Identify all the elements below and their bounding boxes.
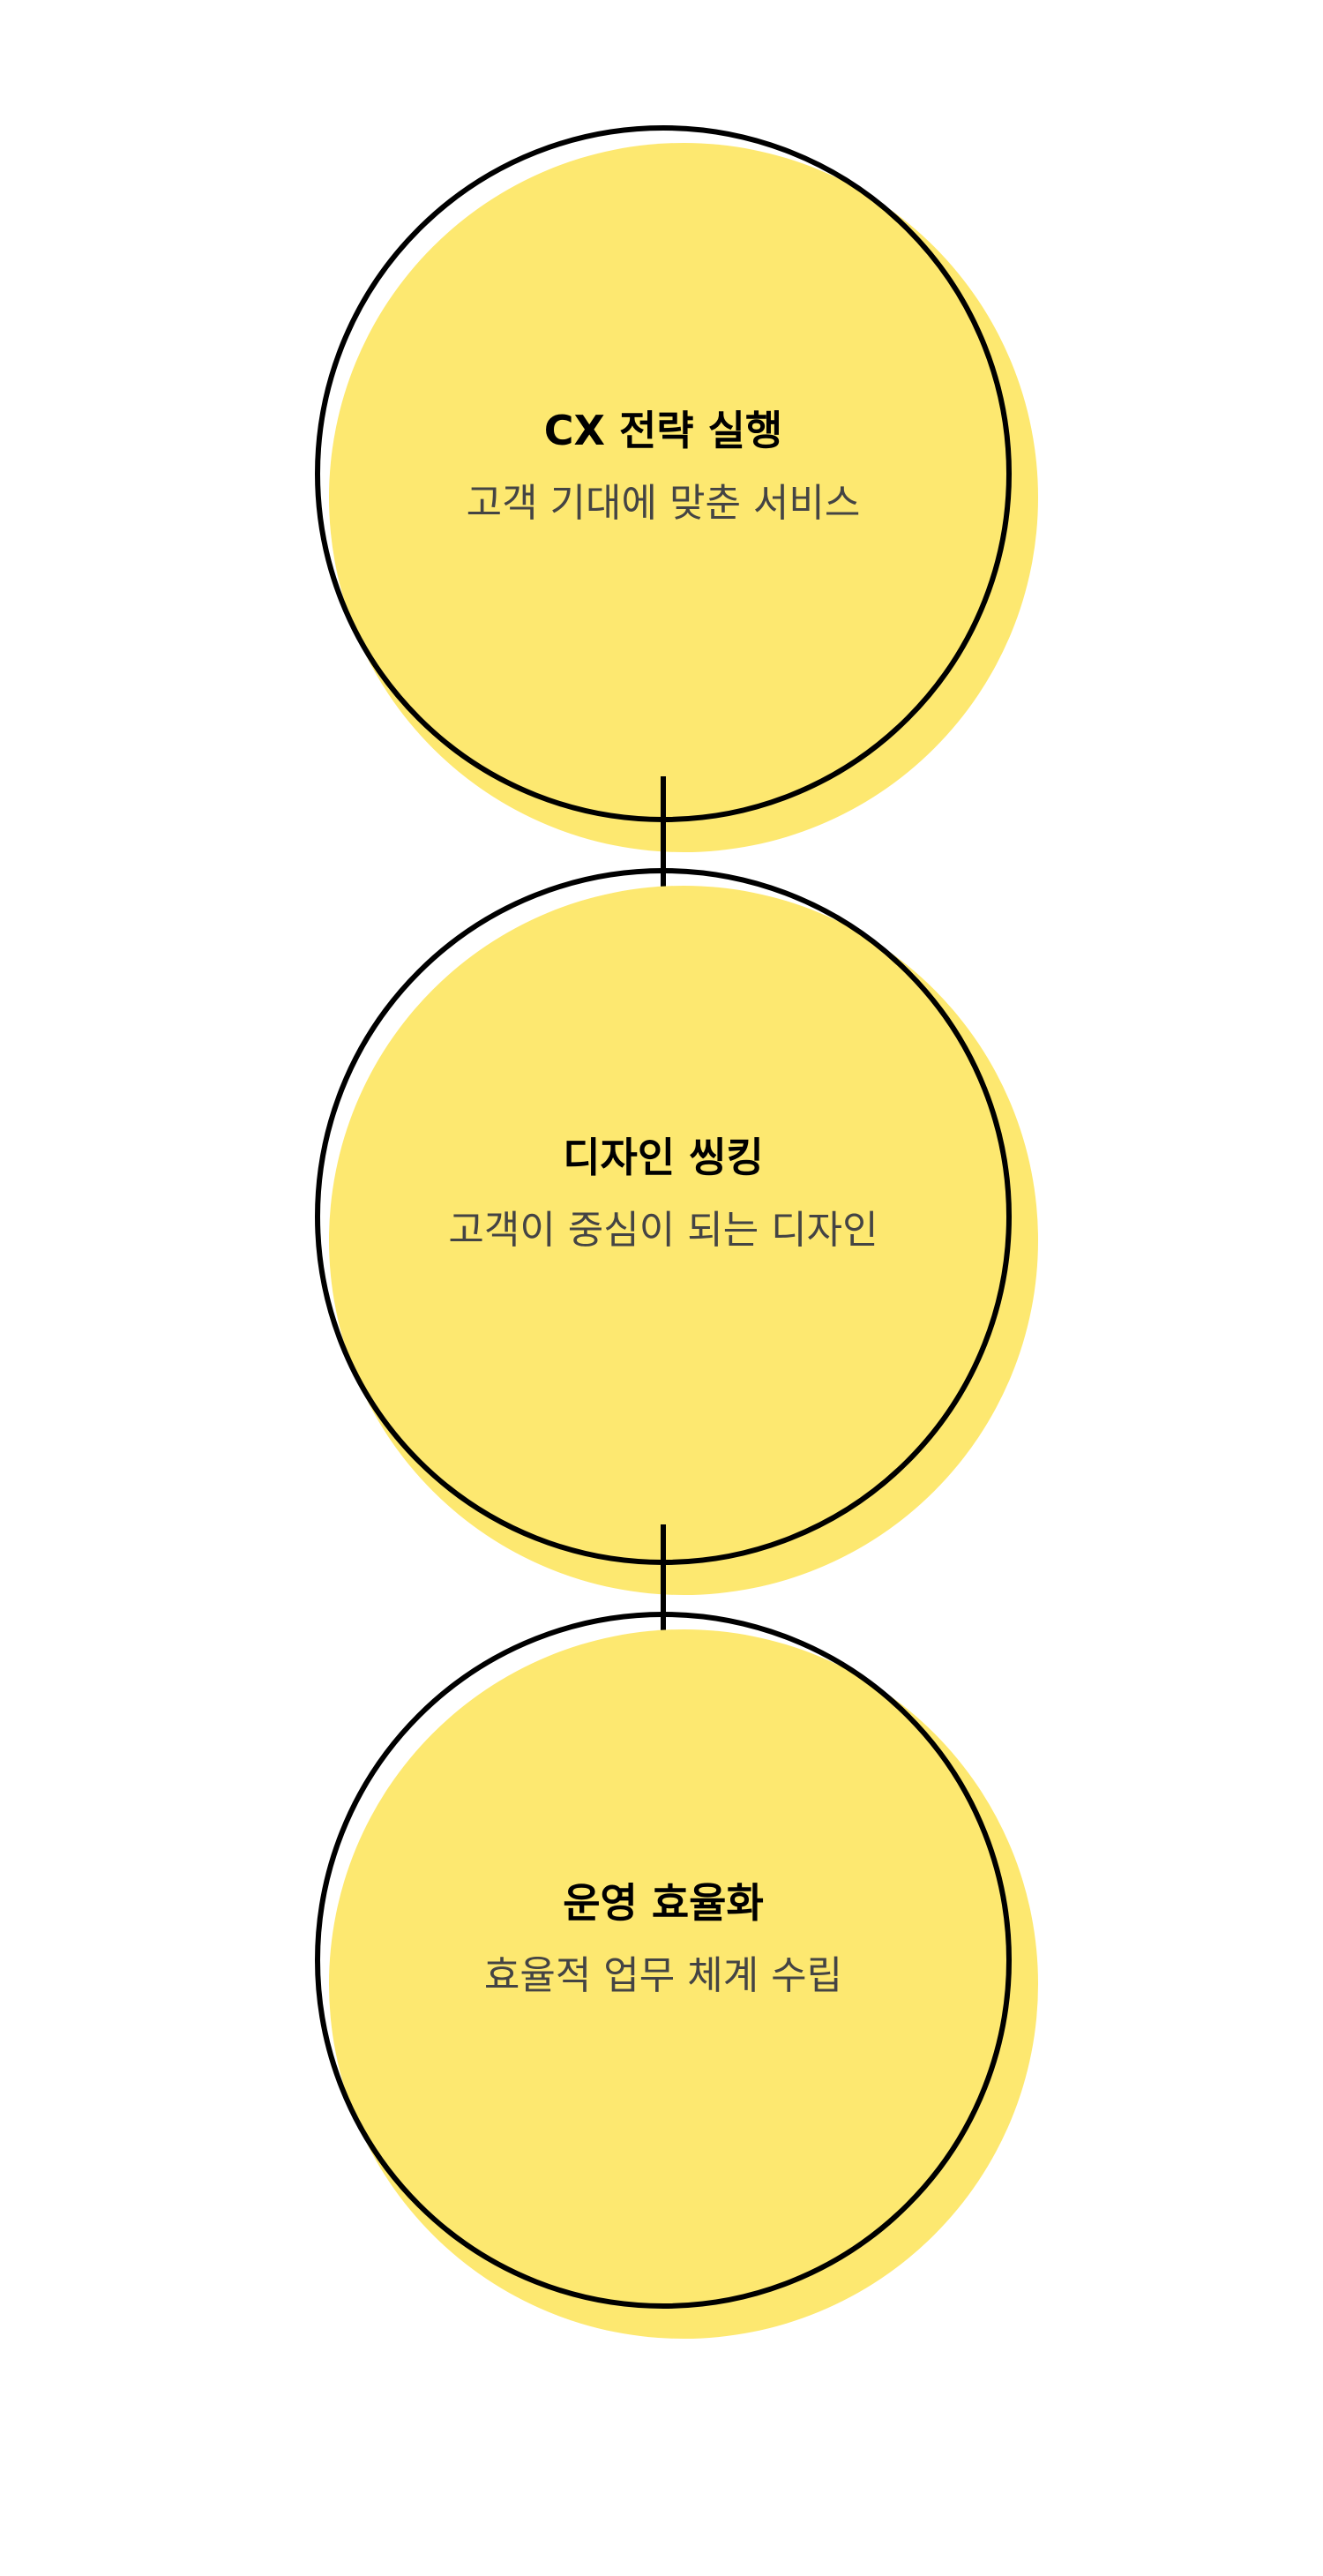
node-subtitle: 효율적 업무 체계 수립 [483, 1953, 843, 1998]
node-outline-circle [315, 1612, 1012, 2309]
connector-line [661, 776, 666, 917]
node-subtitle: 고객이 중심이 되는 디자인 [448, 1208, 878, 1253]
node-subtitle: 고객 기대에 맞춘 서비스 [466, 481, 861, 526]
node-design-thinking: 디자인 씽킹 고객이 중심이 되는 디자인 [315, 868, 1038, 1595]
node-operation-efficiency: 운영 효율화 효율적 업무 체계 수립 [315, 1612, 1038, 2339]
node-title: 디자인 씽킹 [563, 1134, 764, 1181]
node-outline-circle [315, 125, 1012, 822]
node-title: CX 전략 실행 [543, 407, 783, 454]
connector-line [661, 1524, 666, 1667]
node-title: 운영 효율화 [563, 1879, 764, 1927]
node-cx-strategy: CX 전략 실행 고객 기대에 맞춘 서비스 [315, 125, 1038, 852]
